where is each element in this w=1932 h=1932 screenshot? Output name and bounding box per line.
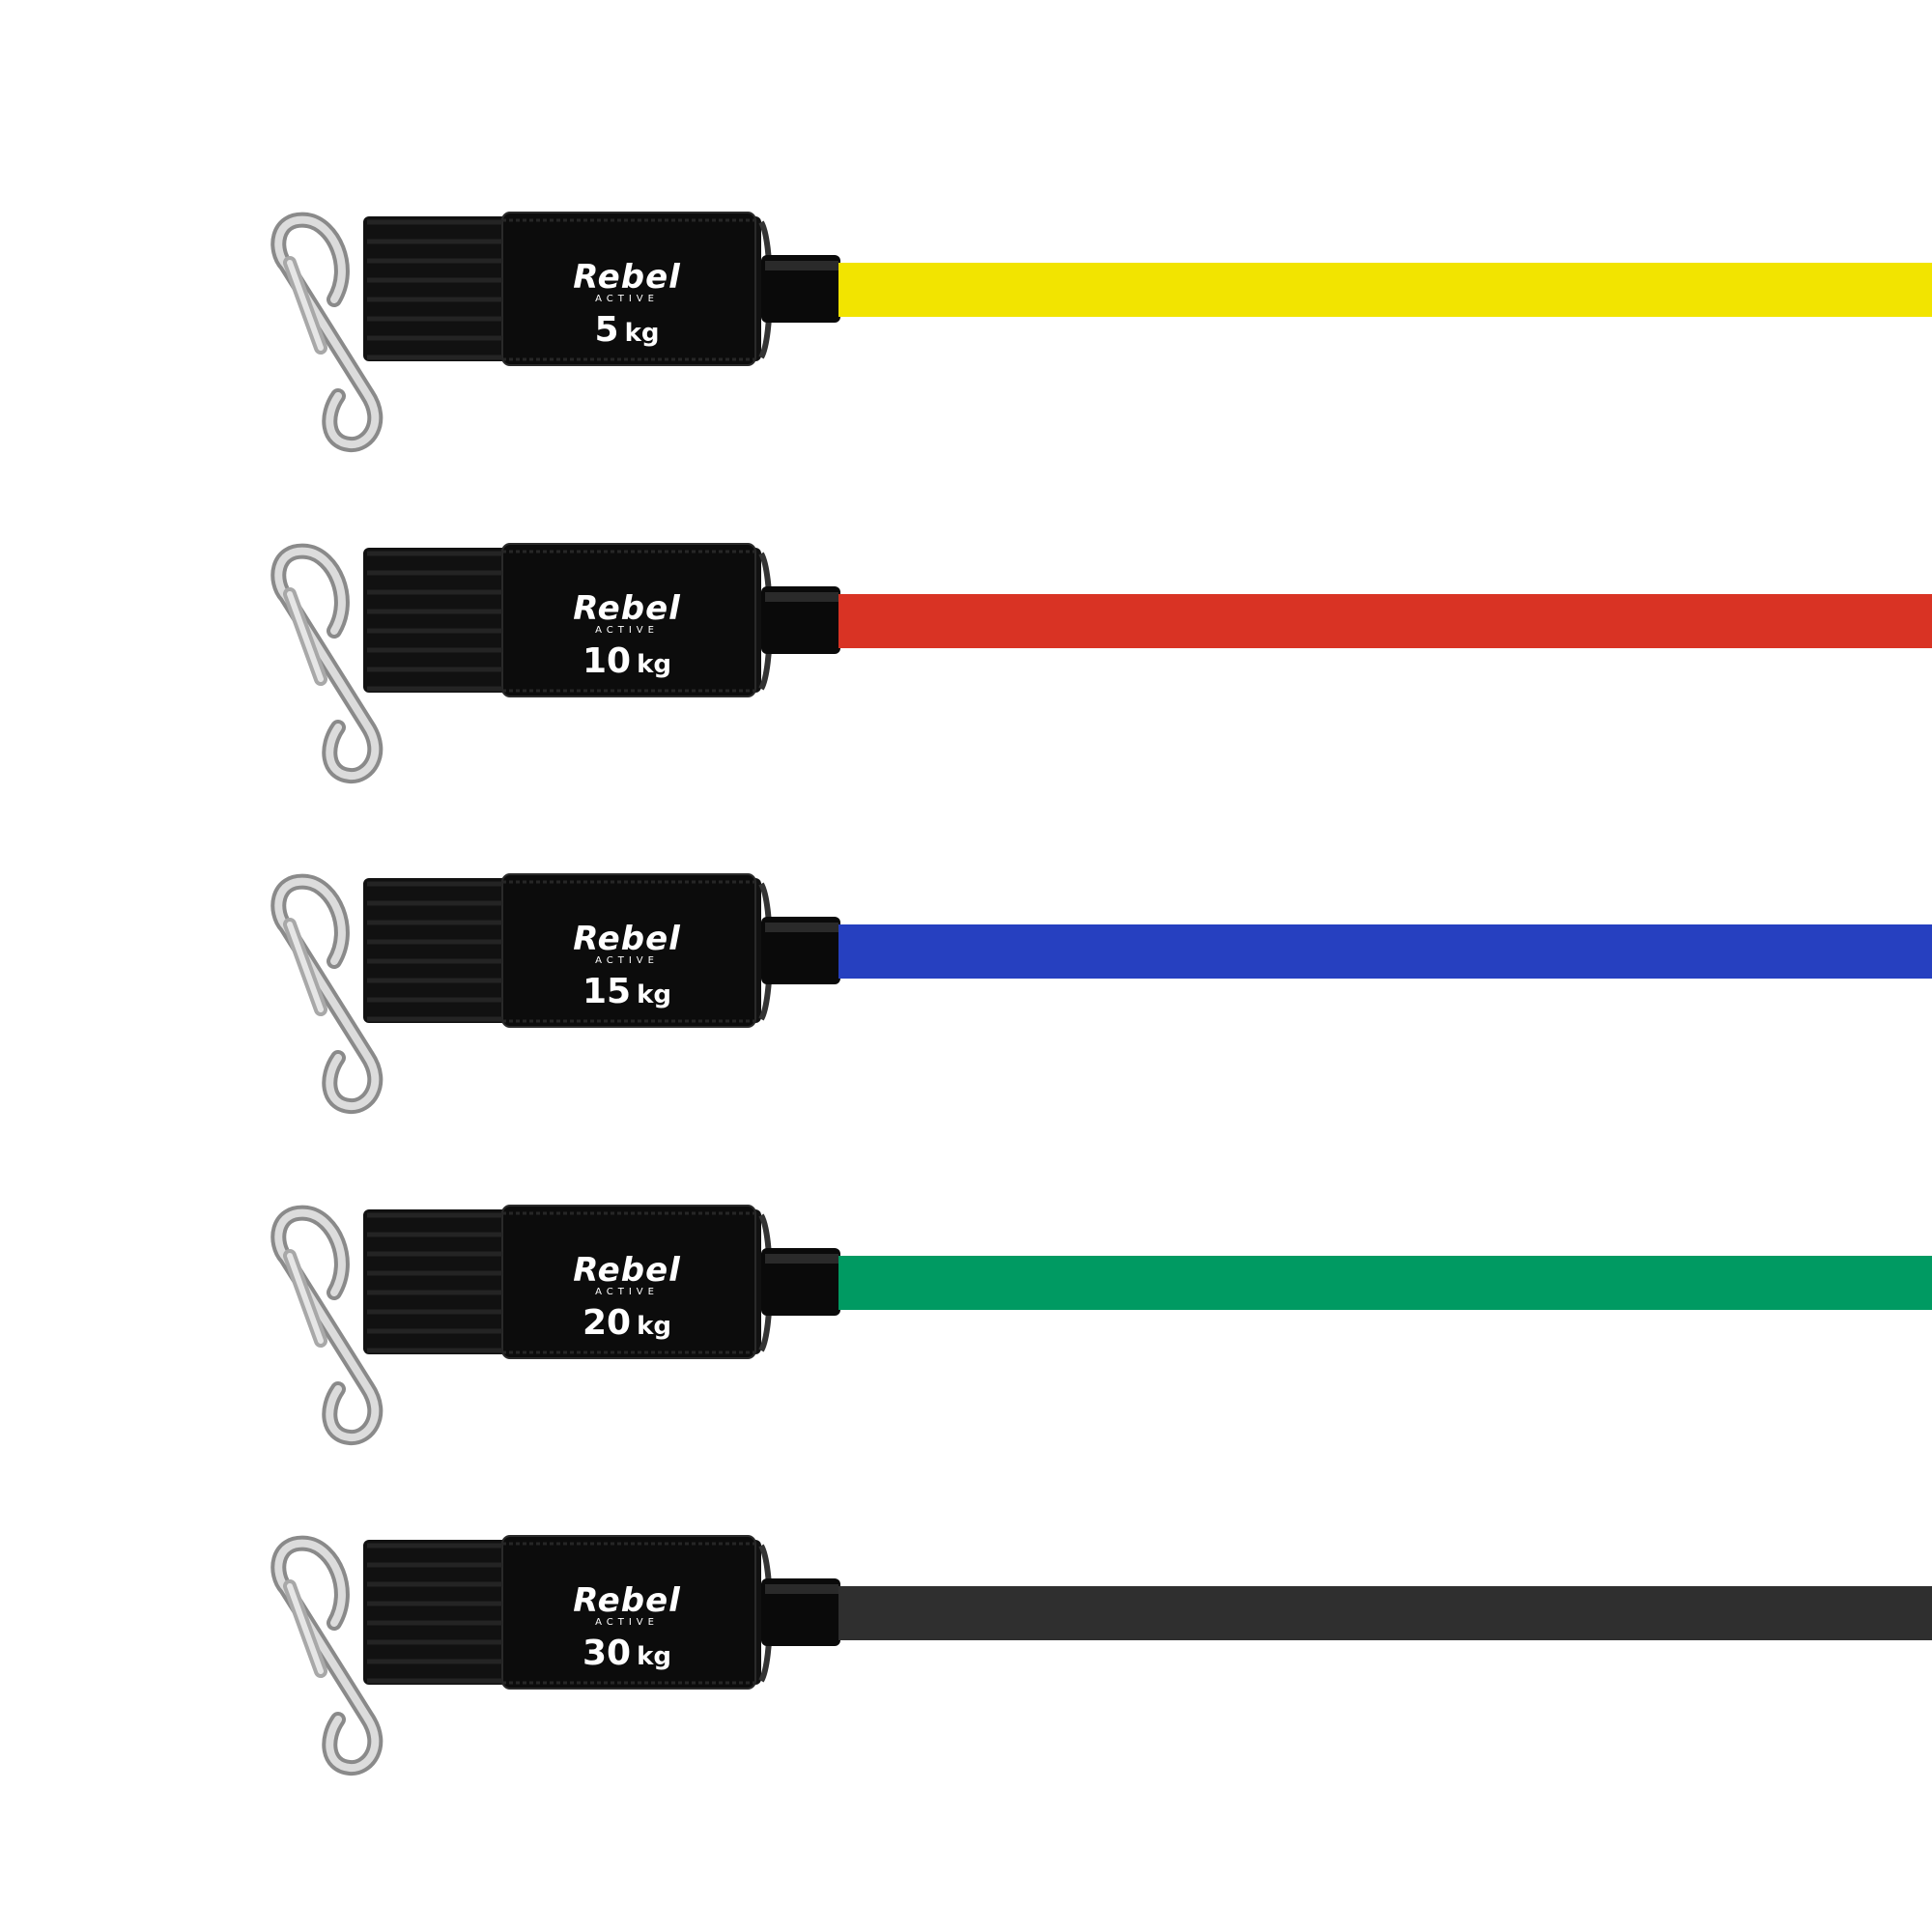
brand-tagline: ACTIVE	[595, 955, 659, 966]
weight-value: 10	[582, 641, 632, 681]
resistance-tube	[838, 594, 1932, 648]
brand-logo: Rebel	[573, 258, 681, 297]
weight-unit: kg	[637, 650, 671, 679]
carabiner-icon	[270, 873, 384, 1115]
carabiner-icon	[270, 543, 384, 784]
resistance-tube	[838, 263, 1932, 317]
weight-unit: kg	[624, 319, 660, 348]
strap-icon	[363, 1205, 773, 1359]
strap-icon	[363, 212, 773, 366]
weight-value: 20	[582, 1303, 632, 1343]
resistance-tube	[838, 1586, 1932, 1640]
carabiner-icon	[270, 1205, 384, 1446]
resistance-band	[270, 1535, 1932, 1776]
brand-tagline: ACTIVE	[595, 1287, 659, 1297]
brand-tagline: ACTIVE	[595, 625, 659, 636]
brand-logo: Rebel	[573, 589, 681, 628]
brand-tagline: ACTIVE	[595, 1617, 659, 1628]
resistance-tube	[838, 1256, 1932, 1310]
carabiner-icon	[270, 1535, 384, 1776]
resistance-band	[270, 873, 1932, 1115]
weight-unit: kg	[637, 1312, 671, 1341]
weight-value: 15	[582, 972, 632, 1011]
tube-connector	[761, 1578, 840, 1646]
brand-logo: Rebel	[573, 1251, 681, 1290]
tube-connector	[761, 586, 840, 654]
strap-icon	[363, 1535, 773, 1690]
weight-unit: kg	[637, 1642, 671, 1671]
tube-connector	[761, 255, 840, 323]
resistance-band	[270, 543, 1932, 784]
resistance-tube	[838, 924, 1932, 979]
strap-icon	[363, 873, 773, 1028]
brand-logo: Rebel	[573, 1581, 681, 1620]
weight-unit: kg	[637, 980, 671, 1009]
tube-connector	[761, 1248, 840, 1316]
strap-icon	[363, 543, 773, 697]
brand-logo: Rebel	[573, 920, 681, 958]
carabiner-icon	[270, 212, 384, 453]
resistance-band	[270, 212, 1932, 453]
weight-value: 5	[594, 310, 619, 350]
brand-tagline: ACTIVE	[595, 294, 659, 304]
weight-value: 30	[582, 1634, 632, 1673]
tube-connector	[761, 917, 840, 984]
resistance-band	[270, 1205, 1932, 1446]
